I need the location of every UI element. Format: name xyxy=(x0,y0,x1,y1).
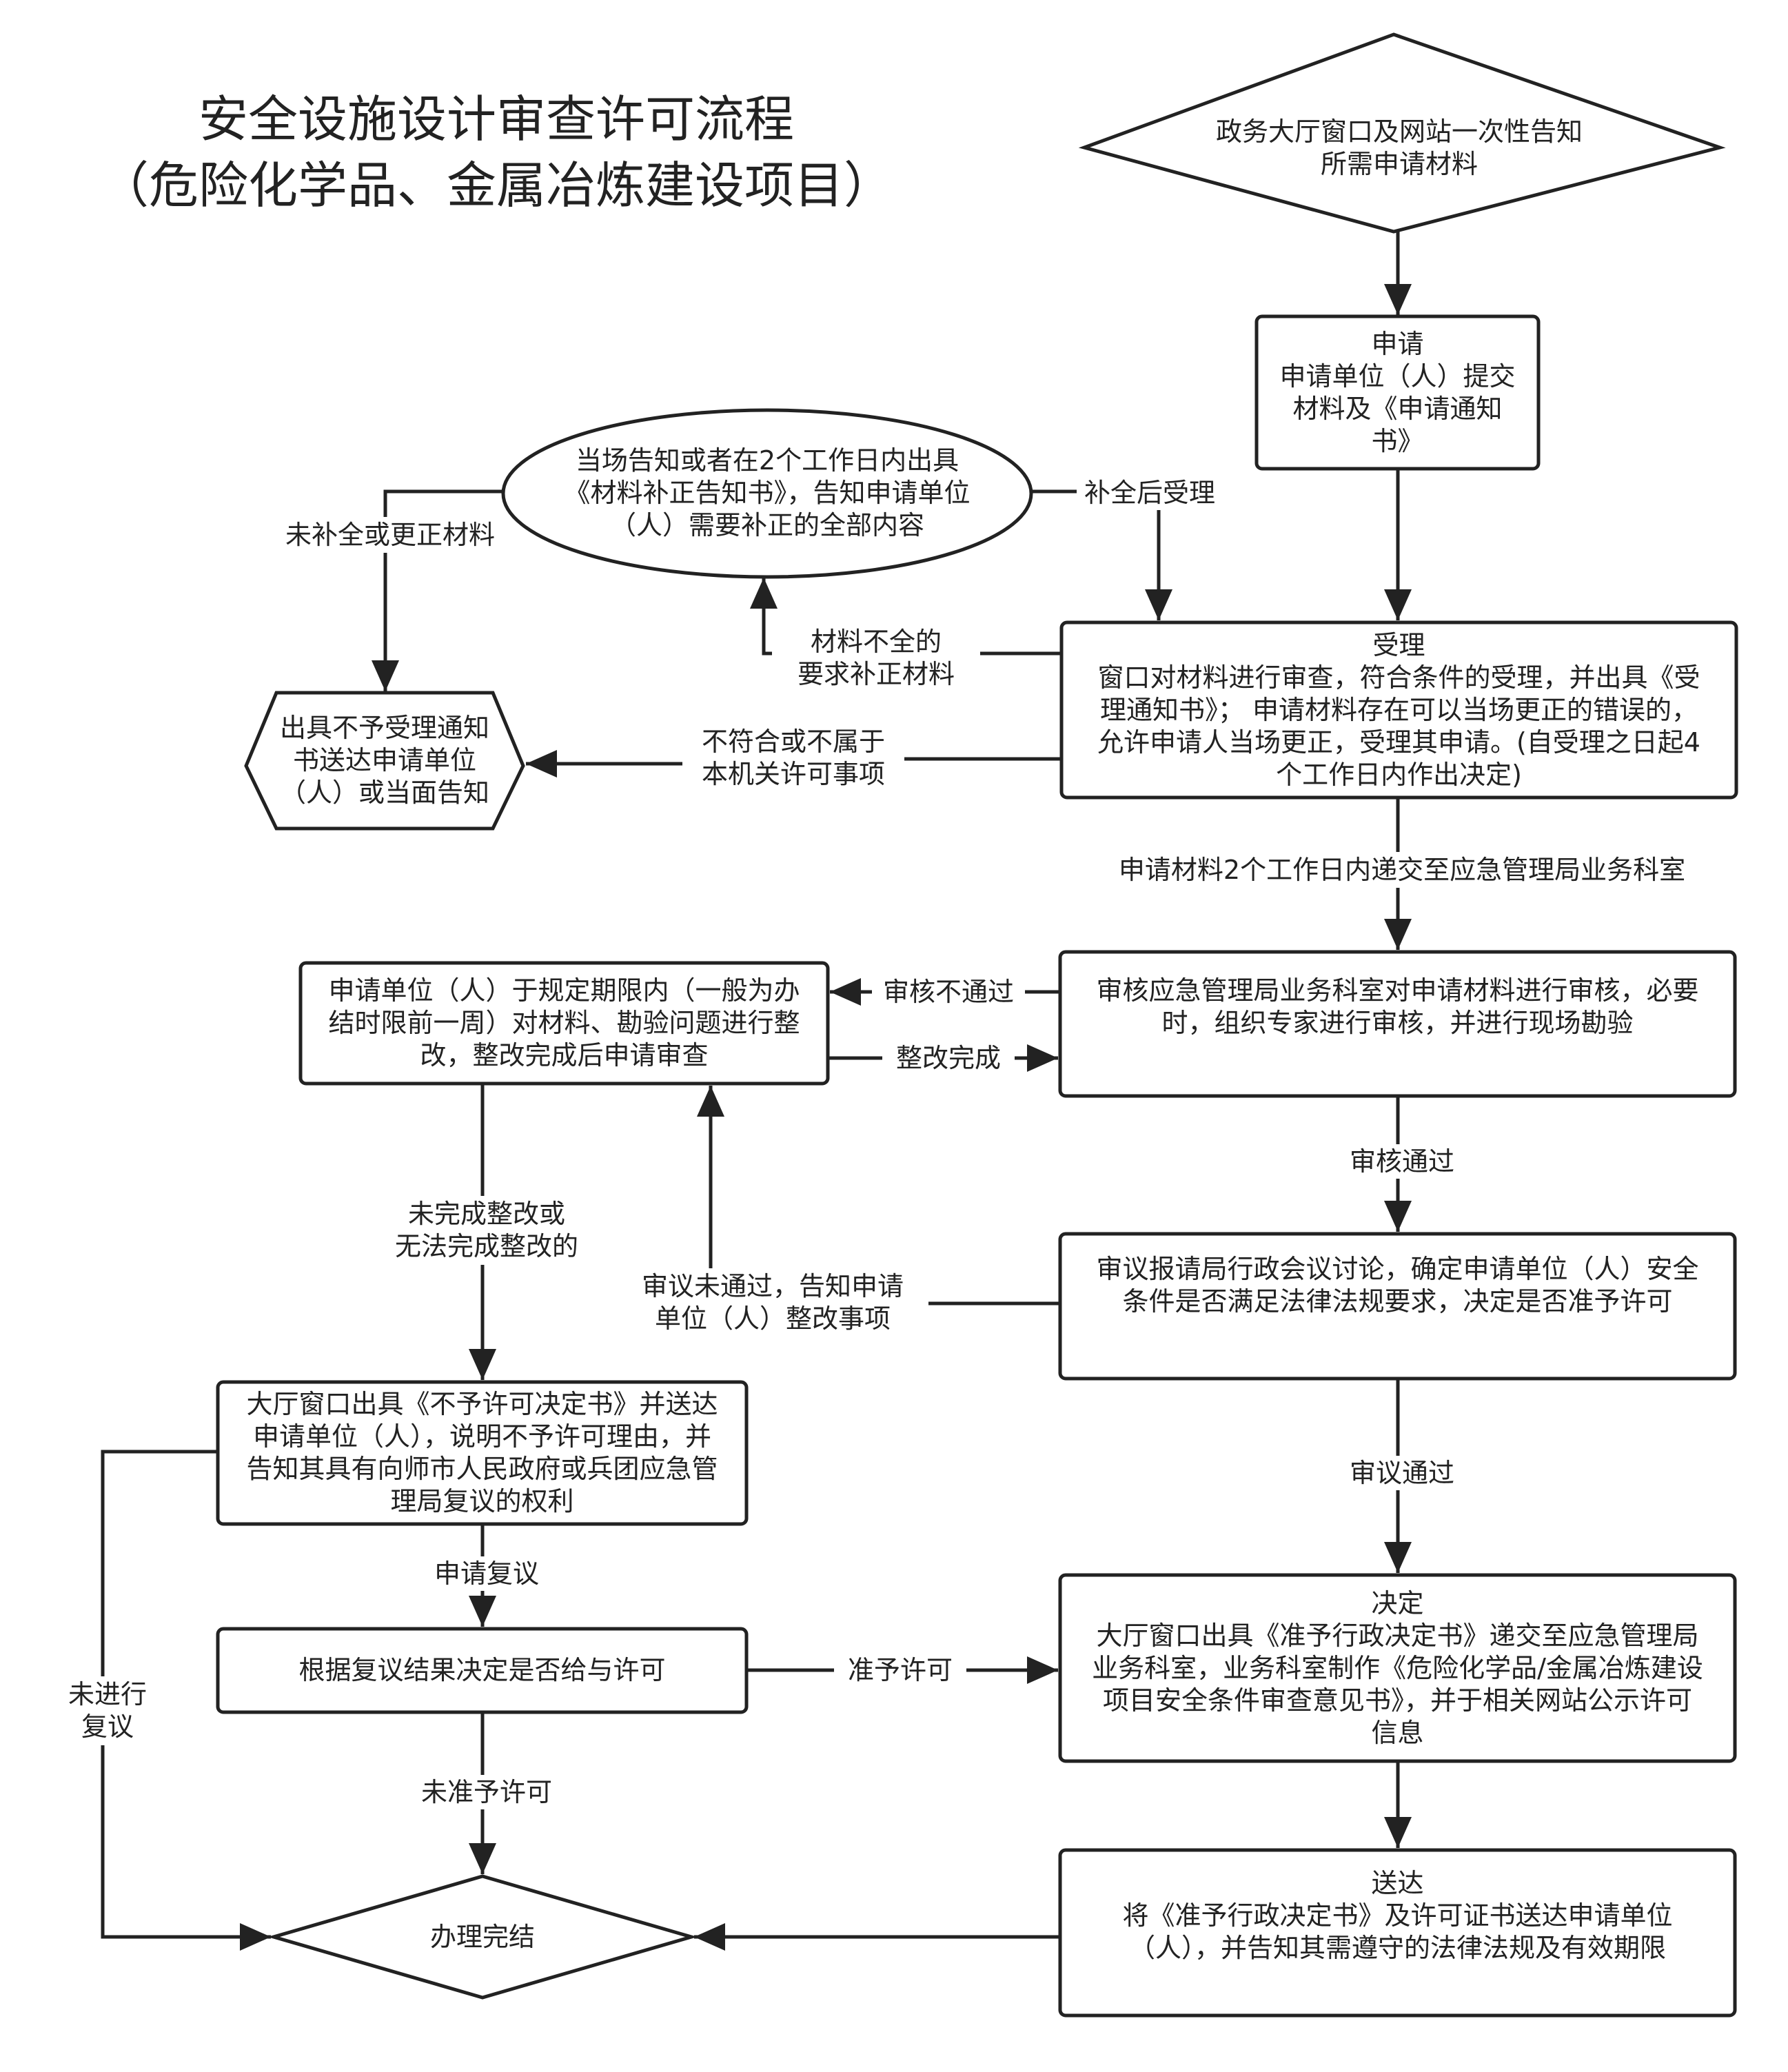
reject-hexagon xyxy=(244,691,525,831)
deliver-box xyxy=(1058,1848,1737,2018)
accept-line-4: 允许申请人当场更正，受理其申请。(自受理之日起4 xyxy=(1097,727,1700,758)
edge-label-apply-reconsider: 申请复议 xyxy=(420,1556,553,1591)
decision-line-3: 业务科室，业务科室制作《危险化学品/金属冶炼建设 xyxy=(1092,1652,1703,1683)
reconsider-line-1: 根据复议结果决定是否给与许可 xyxy=(298,1655,666,1685)
title-line-2: （危险化学品、金属冶炼建设项目） xyxy=(99,156,893,214)
edge-label-not-eligible: 不符合或不属于 本机关许可事项 xyxy=(682,724,904,793)
decision-line-4: 项目安全条件审查意见书》，并于相关网站公示许可 xyxy=(1102,1685,1692,1716)
edge-label-submit-2days: 申请材料2个工作日内递交至应急管理局业务科室 xyxy=(1096,852,1708,888)
deliver-line-1: 送达 xyxy=(1371,1867,1424,1898)
supplement-line-2: 《材料补正告知书》，告知申请单位 xyxy=(564,477,971,508)
deliver-line-3: （人），并告知其需遵守的法律法规及有效期限 xyxy=(1128,1932,1666,1963)
done-line-1: 办理完结 xyxy=(429,1921,535,1952)
edge-label-not-supplemented: 未补全或更正材料 xyxy=(272,517,508,553)
reject-line-2: 书送达申请单位 xyxy=(292,745,476,775)
edge-supplement-accept xyxy=(1031,489,1172,620)
done-node-label: 办理完结 xyxy=(345,1916,620,1958)
inform-line-1: 政务大厅窗口及网站一次性告知 xyxy=(1215,116,1583,147)
apply-line-2: 申请单位（人）提交 xyxy=(1279,360,1516,392)
rectify-line-1: 申请单位（人）于规定期限内（一般为办 xyxy=(328,975,800,1006)
decision-line-2: 大厅窗口出具《准予行政决定书》递交至应急管理局 xyxy=(1096,1620,1699,1651)
reconsider-node-label: 根据复议结果决定是否给与许可 xyxy=(218,1629,746,1712)
edge-label-rectify-incomplete: 未完成整改或 无法完成整改的 xyxy=(372,1196,601,1265)
done-diamond xyxy=(267,1874,698,2000)
rectify-box xyxy=(298,961,830,1086)
deny-line-4: 理局复议的权利 xyxy=(390,1486,574,1516)
decision-line-5: 信息 xyxy=(1371,1717,1424,1748)
deliberate-line-2: 条件是否满足法律法规要求，决定是否准予许可 xyxy=(1122,1286,1673,1317)
edge-label-accept-after-supplement: 补全后受理 xyxy=(1077,476,1223,510)
apply-line-4: 书》 xyxy=(1371,425,1424,456)
reject-node-label: 出具不予受理通知 书送达申请单位 （人）或当面告知 xyxy=(255,693,514,829)
review-line-2: 时，组织专家进行审核，并进行现场勘验 xyxy=(1161,1008,1634,1038)
accept-line-1: 受理 xyxy=(1372,629,1425,660)
edge-label-deliberate-failed: 审议未通过，告知申请 单位（人）整改事项 xyxy=(617,1268,928,1337)
rectify-line-3: 改，整改完成后申请审查 xyxy=(420,1040,709,1070)
edge-label-review-failed: 审核不通过 xyxy=(872,975,1025,1009)
deliberate-line-1: 审议报请局行政会议讨论，确定申请单位（人）安全 xyxy=(1096,1254,1699,1284)
decision-line-1: 决定 xyxy=(1371,1587,1424,1618)
supplement-line-1: 当场告知或者在2个工作日内出具 xyxy=(575,445,959,476)
edge-label-no-reconsider: 未进行 复议 xyxy=(55,1676,160,1745)
inform-line-2: 所需申请材料 xyxy=(1320,149,1478,179)
edge-label-rectified: 整改完成 xyxy=(882,1041,1015,1075)
deliberate-node-label: 审议报请局行政会议讨论，确定申请单位（人）安全 条件是否满足法律法规要求，决定是… xyxy=(1060,1234,1735,1337)
rectify-line-2: 结时限前一周）对材料、勘验问题进行整 xyxy=(328,1008,800,1038)
deliver-line-2: 将《准予行政决定书》及许可证书送达申请单位 xyxy=(1122,1900,1673,1931)
deny-line-3: 告知其具有向师市人民政府或兵团应急管 xyxy=(246,1454,718,1484)
reject-line-3: （人）或当面告知 xyxy=(279,778,489,808)
edge-supplement-reject xyxy=(372,489,503,691)
review-line-1: 审核应急管理局业务科室对申请材料进行审核，必要 xyxy=(1096,975,1699,1006)
page-title: 安全设施设计审查许可流程 （危险化学品、金属冶炼建设项目） xyxy=(62,86,931,219)
edge-label-granted: 准予许可 xyxy=(834,1653,966,1687)
decision-node-label: 决定 大厅窗口出具《准予行政决定书》递交至应急管理局 业务科室，业务科室制作《危… xyxy=(1060,1575,1735,1761)
edge-label-review-passed: 审核通过 xyxy=(1329,1144,1475,1179)
reject-line-1: 出具不予受理通知 xyxy=(279,713,489,743)
title-line-1: 安全设施设计审查许可流程 xyxy=(198,90,794,148)
accept-line-2: 窗口对材料进行审查，符合条件的受理，并出具《受 xyxy=(1097,662,1700,693)
deny-node-label: 大厅窗口出具《不予许可决定书》并送达 申请单位（人），说明不予许可理由，并 告知… xyxy=(218,1382,746,1524)
accept-node-label: 受理 窗口对材料进行审查，符合条件的受理，并出具《受 理通知书》； 申请材料存在… xyxy=(1061,622,1736,798)
edge-label-deliberate-passed: 审议通过 xyxy=(1329,1456,1475,1490)
apply-node-label: 申请 申请单位（人）提交 材料及《申请通知 书》 xyxy=(1257,316,1538,469)
supplement-ellipse xyxy=(501,408,1033,579)
deliver-node-label: 送达 将《准予行政决定书》及许可证书送达申请单位 （人），并告知其需遵守的法律法… xyxy=(1060,1850,1735,1981)
deny-line-1: 大厅窗口出具《不予许可决定书》并送达 xyxy=(246,1389,718,1419)
apply-line-3: 材料及《申请通知 xyxy=(1292,393,1503,424)
apply-line-1: 申请 xyxy=(1371,328,1424,359)
accept-line-3: 理通知书》； 申请材料存在可以当场更正的错误的， xyxy=(1099,694,1698,725)
rectify-node-label: 申请单位（人）于规定期限内（一般为办 结时限前一周）对材料、勘验问题进行整 改，… xyxy=(301,963,828,1084)
node-shapes xyxy=(216,32,1738,2018)
accept-line-5: 个工作日内作出决定) xyxy=(1276,759,1522,790)
deny-line-2: 申请单位（人），说明不予许可理由，并 xyxy=(252,1421,711,1452)
edge-label-incomplete-materials: 材料不全的 要求补正材料 xyxy=(772,624,980,693)
supplement-node-label: 当场告知或者在2个工作日内出具 《材料补正告知书》，告知申请单位 （人）需要补正… xyxy=(517,441,1017,545)
inform-node-label: 政务大厅窗口及网站一次性告知 所需申请材料 xyxy=(1137,110,1661,186)
review-node-label: 审核应急管理局业务科室对申请材料进行审核，必要 时，组织专家进行审核，并进行现场… xyxy=(1060,952,1735,1062)
inform-diamond-shape xyxy=(1078,32,1726,234)
edge-label-not-granted: 未准予许可 xyxy=(403,1775,570,1809)
supplement-line-3: （人）需要补正的全部内容 xyxy=(609,509,924,540)
